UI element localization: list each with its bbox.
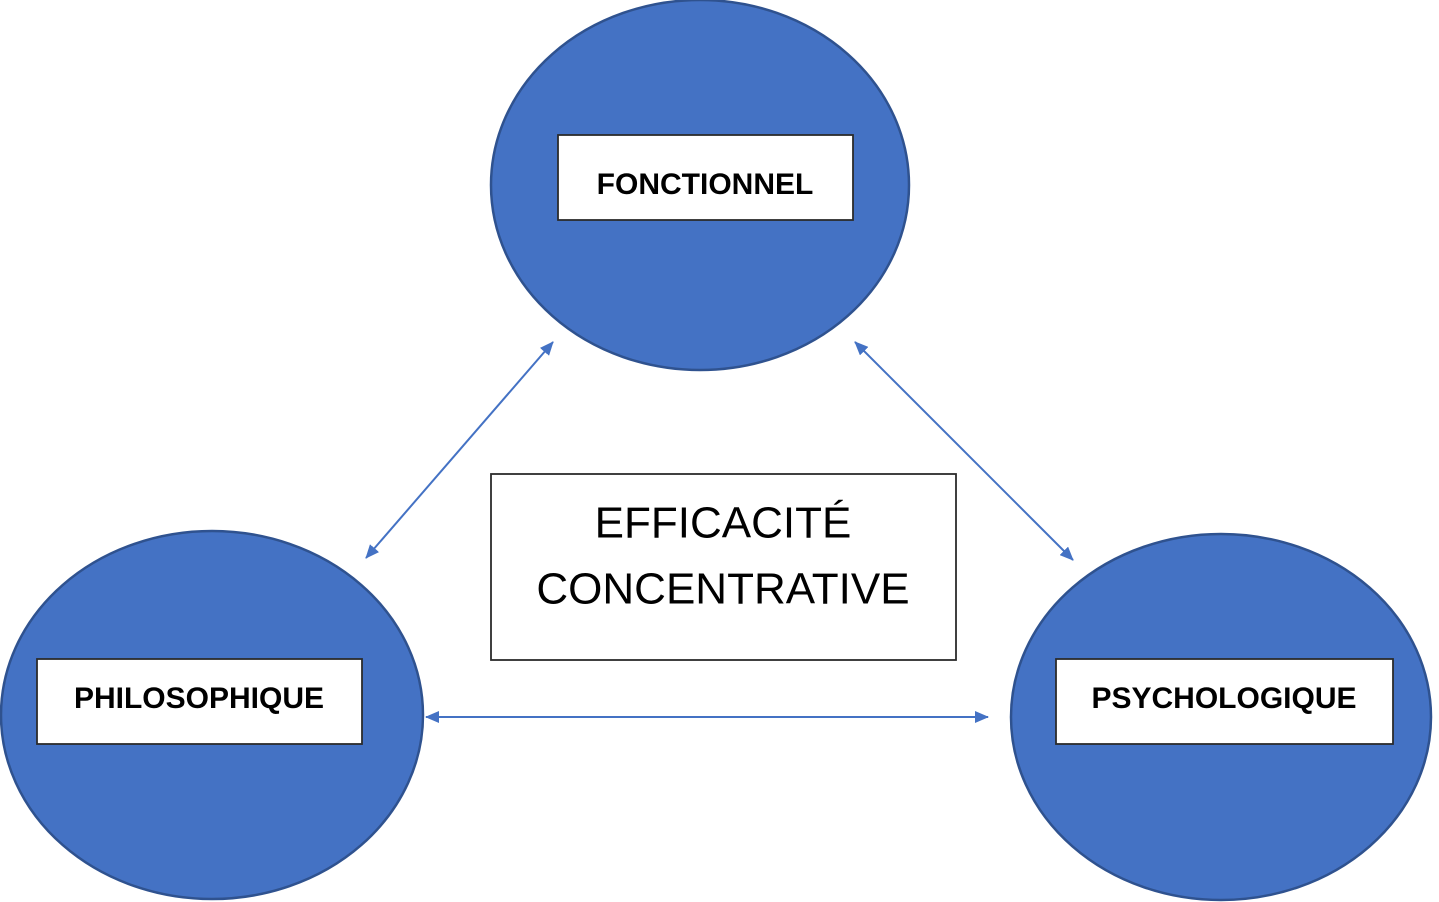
center-concept-box <box>490 473 957 661</box>
node-philosophique-label: PHILOSOPHIQUE <box>74 682 324 715</box>
center-concept-line2: CONCENTRATIVE <box>536 565 909 614</box>
node-fonctionnel-label-box <box>557 134 854 221</box>
arrow-fonctionnel-philosophique <box>365 341 554 559</box>
node-fonctionnel: FONCTIONNEL <box>489 0 911 372</box>
node-fonctionnel-label: FONCTIONNEL <box>597 168 814 201</box>
center-concept: EFFICACITÉ CONCENTRATIVE <box>490 473 957 661</box>
node-psychologique: PSYCHOLOGIQUE <box>1009 532 1433 902</box>
center-concept-line1: EFFICACITÉ <box>595 499 852 548</box>
node-psychologique-label-box <box>1055 658 1394 745</box>
node-philosophique: PHILOSOPHIQUE <box>0 529 425 901</box>
node-psychologique-label: PSYCHOLOGIQUE <box>1091 682 1356 715</box>
node-philosophique-label-box <box>36 658 363 745</box>
arrow-fonctionnel-psychologique <box>854 341 1074 561</box>
